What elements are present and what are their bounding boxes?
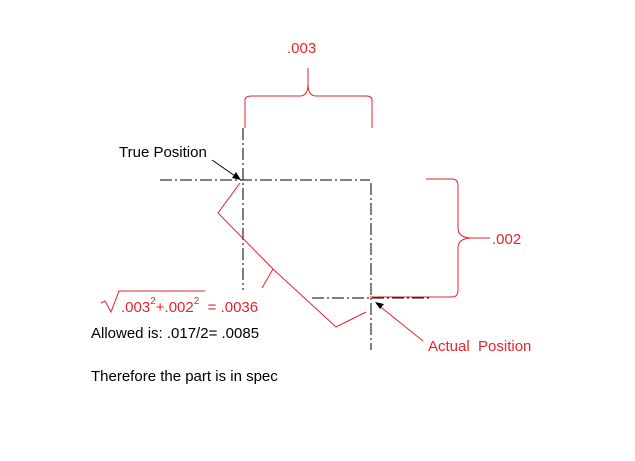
formula-equals: = [199,299,221,316]
formula-result: .0036 [220,299,259,316]
position-formula: .0032+.0022 = .0036 [121,296,259,316]
formula-plus: + [155,299,165,316]
true-position-label: True Position [119,144,207,161]
x-offset-brace [244,68,373,128]
y-offset-brace [370,178,490,298]
actual-position-arrowhead [375,302,384,309]
actual-position-leader [376,303,424,342]
square-root-symbol [100,290,205,314]
formula-exponent-1: 2 [150,296,156,307]
conclusion-text: Therefore the part is in spec [91,368,278,385]
y-offset-label: .002 [492,231,522,248]
true-position-arrowhead [232,172,241,180]
true-position-leader [211,159,239,179]
allowed-tolerance-text: Allowed is: .017/2= .0085 [91,325,260,342]
x-offset-label: .003 [287,40,317,57]
diagonal-distance-brace [217,182,367,328]
formula-term1: .003 [121,299,151,316]
formula-exponent-2: 2 [193,296,200,307]
formula-term2: .002 [164,299,194,316]
actual-position-label: Actual Position [428,338,532,355]
